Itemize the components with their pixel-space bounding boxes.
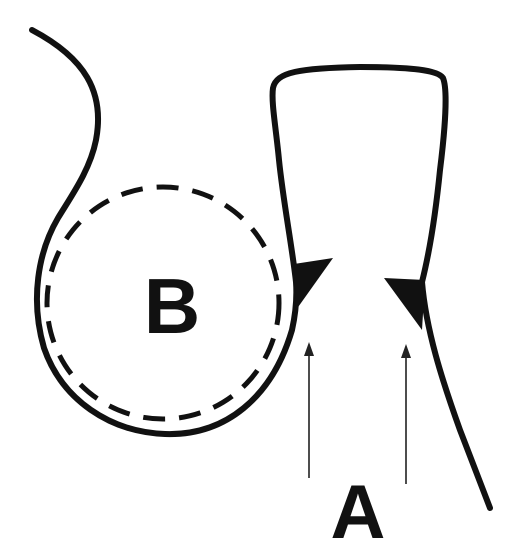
label-a: A	[331, 470, 386, 553]
left-chamber-wall	[29, 27, 493, 511]
left-valve-wedge	[294, 258, 333, 310]
right-valve-wedge	[384, 278, 425, 330]
right-flow-arrow-head	[401, 344, 411, 358]
left-flow-arrow-head	[304, 342, 314, 356]
label-b: B	[144, 262, 200, 350]
dashed-region-circle	[44, 184, 282, 422]
